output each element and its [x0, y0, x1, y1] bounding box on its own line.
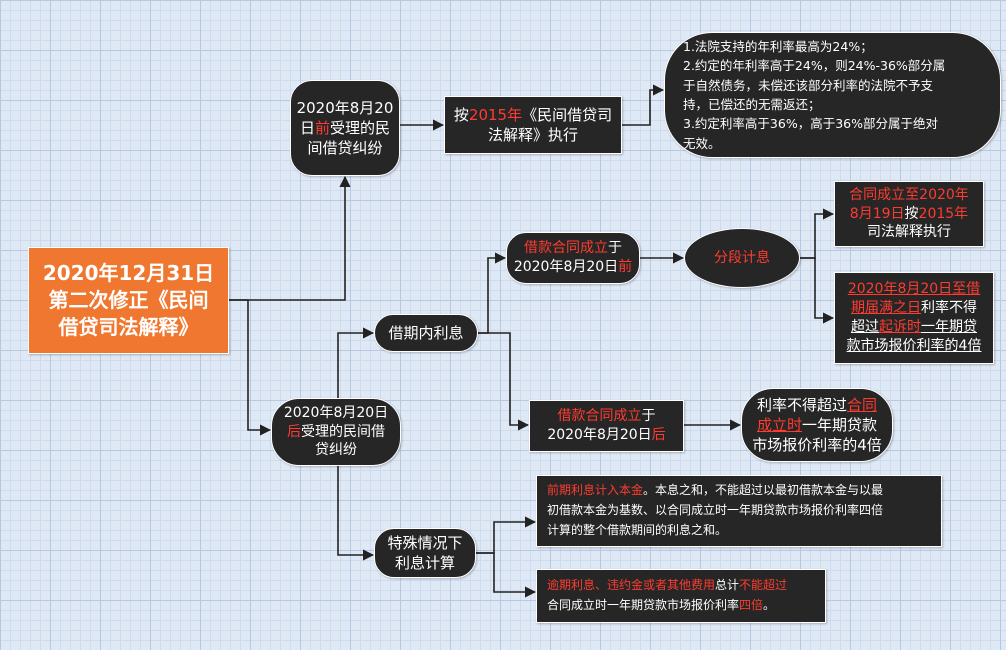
segment-b-line-3a: 超过 — [850, 319, 879, 335]
segment-b-keyword: 起诉时 — [878, 319, 921, 335]
law-2015-node: 按2015年《民间借贷司 法解释》执行 — [444, 96, 622, 154]
before-keyword: 前 — [314, 118, 330, 137]
after-keyword: 后 — [286, 423, 301, 440]
before-case-line-2a: 日 — [299, 118, 315, 137]
after-case-node: 2020年8月20日 后受理的民间借 贷纠纷 — [271, 398, 401, 466]
interest-in-term-node: 借期内利息 — [374, 314, 478, 352]
segment-b-node: 2020年8月20日至借 期届满之日利率不得 超过起诉时一年期贷 款市场报价利率… — [834, 272, 994, 364]
compound-line-1b: 。本息之和，不能超过以最初借款本金与以最 — [643, 483, 884, 498]
after-rate-line-3: 市场报价利率的4倍 — [752, 436, 882, 455]
root-line-1: 2020年12月31日 — [42, 261, 215, 285]
contract-before-suffix: 前 — [618, 259, 633, 275]
after-rate-line-1a: 利率不得超过 — [756, 395, 847, 414]
after-case-line-3: 贷纠纷 — [314, 442, 357, 459]
penalty-line-2c: 。 — [763, 598, 776, 612]
contract-after-line-1b: 于 — [641, 408, 656, 425]
rules-line-1: 1.法院支持的年利率最高为24%； — [683, 38, 873, 54]
before-case-line-2c: 受理的民 — [330, 118, 391, 137]
segment-a-line-3: 司法解释执行 — [866, 224, 951, 241]
penalty-node: 逾期利息、违约金或者其他费用总计不能超过 合同成立时一年期贷款市场报价利率四倍。 — [536, 569, 826, 623]
penalty-line-2a: 合同成立时一年期贷款市场报价利率 — [547, 598, 740, 612]
interest-in-term-label: 借期内利息 — [388, 323, 464, 342]
rules-line-3: 于自然债务，未偿还该部分利率的法院不予支 — [683, 77, 934, 93]
special-line-2: 利息计算 — [394, 554, 455, 572]
segment-b-line-3c: 一年期贷 — [920, 319, 977, 335]
segment-a-year: 2015年 — [918, 205, 969, 222]
special-line-1: 特殊情况下 — [387, 533, 463, 552]
segmented-interest-node: 分段计息 — [684, 228, 800, 288]
segment-a-line-1: 合同成立至2020年 — [849, 186, 969, 203]
rules-line-4: 持，已偿还的无需返还； — [683, 97, 821, 112]
contract-after-node: 借款合同成立于 2020年8月20日后 — [529, 400, 684, 452]
contract-before-keyword: 借款合同成立 — [523, 240, 608, 257]
law-2015-line-1c: 《民间借贷司 — [522, 105, 613, 124]
segmented-interest-label: 分段计息 — [714, 249, 770, 266]
segment-a-date: 8月19日 — [849, 205, 905, 222]
law-2015-year: 2015年 — [468, 105, 523, 124]
rules-line-6: 无效。 — [683, 135, 721, 151]
after-case-line-2b: 受理的民间借 — [300, 423, 385, 440]
segment-a-line-2b: 按 — [904, 205, 919, 222]
before-case-line-1: 2020年8月20 — [296, 98, 394, 117]
after-rate-line-2b: 一年期贷款 — [801, 415, 877, 434]
rules-node: 1.法院支持的年利率最高为24%； 2.约定的年利率高于24%，则24%-36%… — [664, 32, 1001, 158]
segment-b-line-1: 2020年8月20日至借 — [847, 281, 981, 298]
contract-after-suffix: 后 — [651, 427, 666, 443]
root-line-2: 第二次修正《民间 — [48, 288, 209, 312]
before-case-node: 2020年8月20 日前受理的民 间借贷纠纷 — [290, 80, 400, 176]
compound-keyword: 前期利息计入本金 — [547, 483, 644, 498]
root-node: 2020年12月31日 第二次修正《民间 借贷司法解释》 — [28, 247, 229, 354]
after-case-line-1: 2020年8月20日 — [283, 404, 389, 421]
after-rate-node: 利率不得超过合同 成立时一年期贷款 市场报价利率的4倍 — [741, 388, 893, 462]
root-line-3: 借贷司法解释》 — [58, 315, 199, 339]
law-2015-line-1a: 按 — [453, 105, 469, 124]
contract-after-keyword: 借款合同成立 — [557, 408, 642, 425]
contract-before-date: 2020年8月20日 — [513, 259, 619, 275]
law-2015-line-2: 法解释》执行 — [487, 126, 578, 144]
contract-before-node: 借款合同成立于 2020年8月20日前 — [506, 232, 640, 284]
penalty-keyword-3: 四倍 — [739, 598, 764, 612]
contract-after-date: 2020年8月20日 — [547, 427, 652, 443]
after-rate-keyword-1: 合同 — [846, 395, 877, 414]
compound-line-2: 初借款本金为基数、以合同成立时一年期贷款市场报价利率四倍 — [547, 503, 884, 518]
contract-before-line-1b: 于 — [607, 240, 622, 257]
penalty-keyword-2: 不能超过 — [739, 578, 788, 593]
before-case-line-3: 间借贷纠纷 — [307, 139, 383, 158]
segment-a-node: 合同成立至2020年 8月19日按2015年 司法解释执行 — [834, 181, 984, 247]
penalty-keyword-1: 逾期利息、违约金或者其他费用 — [547, 578, 716, 593]
compound-interest-node: 前期利息计入本金。本息之和，不能超过以最初借款本金与以最 初借款本金为基数、以合… — [536, 475, 942, 547]
compound-line-3: 计算的整个借款期间的利息之和。 — [547, 522, 728, 537]
segment-b-line-4: 款市场报价利率的4倍 — [846, 337, 982, 354]
special-case-node: 特殊情况下 利息计算 — [374, 528, 476, 578]
segment-b-line-2a: 期届满之日 — [850, 300, 921, 317]
rules-line-5: 3.约定利率高于36%，高于36%部分属于绝对 — [683, 116, 938, 132]
after-rate-keyword-2: 成立时 — [756, 415, 802, 434]
segment-b-line-2b: 利率不得 — [920, 300, 977, 317]
penalty-line-1b: 总计 — [715, 578, 740, 593]
rules-line-2: 2.约定的年利率高于24%，则24%-36%部分属 — [683, 58, 946, 74]
